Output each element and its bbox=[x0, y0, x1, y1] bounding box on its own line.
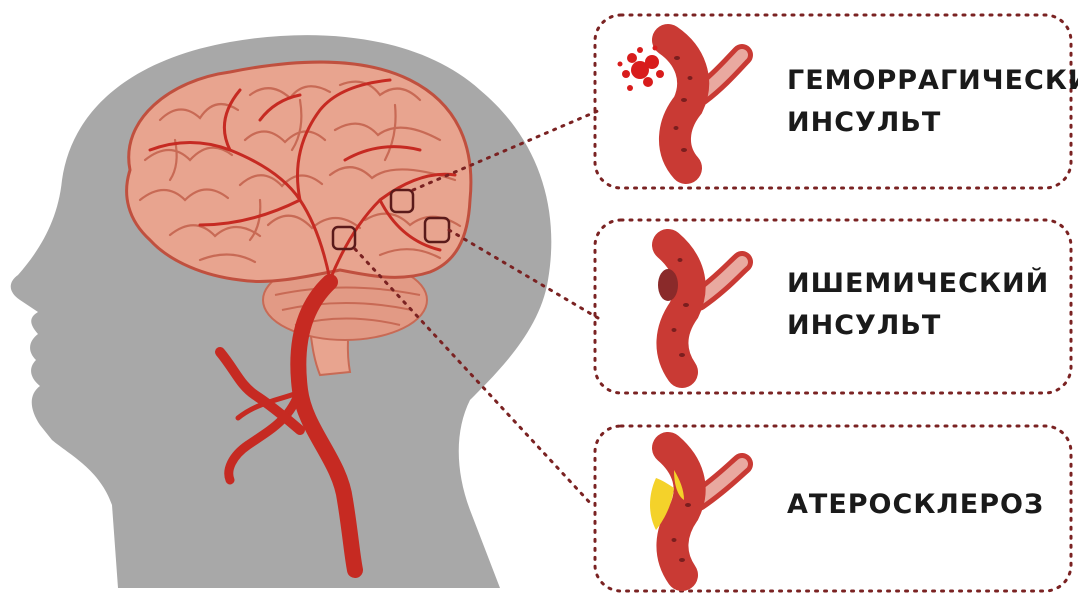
label-line: АТЕРОСКЛЕРОЗ bbox=[787, 484, 1044, 526]
vessel-hemorrhagic bbox=[618, 40, 743, 168]
label-line: ИНСУЛЬТ bbox=[787, 102, 1078, 144]
label-hemorrhagic-stroke: ГЕМОРРАГИЧЕСКИЙ ИНСУЛЬТ bbox=[787, 60, 1078, 144]
label-line: ИНСУЛЬТ bbox=[787, 305, 1049, 347]
label-atherosclerosis: АТЕРОСКЛЕРОЗ bbox=[787, 484, 1044, 526]
vessel-atherosclerosis bbox=[650, 448, 742, 575]
label-line: ГЕМОРРАГИЧЕСКИЙ bbox=[787, 60, 1078, 102]
label-line: ИШЕМИЧЕСКИЙ bbox=[787, 263, 1049, 305]
label-ischemic-stroke: ИШЕМИЧЕСКИЙ ИНСУЛЬТ bbox=[787, 263, 1049, 347]
clot bbox=[658, 269, 678, 301]
vessel-ischemic bbox=[658, 245, 742, 372]
